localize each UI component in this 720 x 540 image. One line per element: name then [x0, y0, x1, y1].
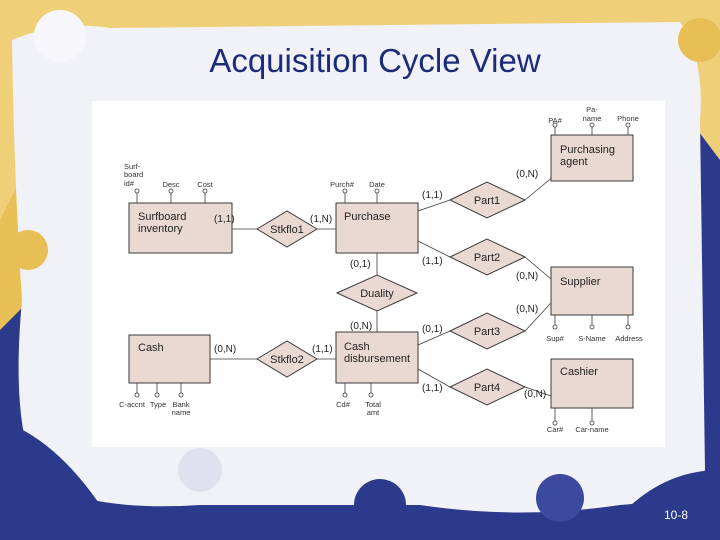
relationship-stkflo2: Stkflo2	[256, 340, 318, 378]
entity-label: disbursement	[344, 353, 410, 365]
entity-supplier: Supplier	[550, 266, 634, 316]
attribute-car-num: Car#	[547, 425, 564, 434]
entity-cashier: Cashier	[550, 358, 634, 409]
cardinality: (1,1)	[312, 344, 333, 355]
relationship-label: Stkflo2	[270, 354, 304, 366]
relationship-part4: Part4	[448, 368, 527, 406]
attribute-type: Type	[150, 400, 166, 409]
attribute-date: Date	[369, 180, 385, 189]
cardinality: (1,1)	[214, 214, 235, 225]
attribute-surfboard-id: board	[124, 170, 143, 179]
entity-label: Cash	[344, 341, 370, 353]
cardinality: (0,N)	[350, 321, 372, 332]
entity-label: Purchasing	[560, 144, 615, 156]
attribute-address: Address	[615, 334, 643, 343]
entity-label: inventory	[138, 223, 183, 235]
attribute-car-name: Car-name	[575, 425, 608, 434]
cardinality: (1,1)	[422, 190, 443, 201]
entity-cash: Cash	[128, 334, 211, 384]
attribute-total-amt: amt	[367, 408, 380, 417]
entity-label: Purchase	[344, 211, 390, 223]
attribute-desc: Desc	[162, 180, 179, 189]
attribute-bank-name: name	[172, 408, 191, 417]
attribute-cost: Cost	[197, 180, 213, 189]
relationship-label: Duality	[360, 288, 394, 300]
entity-purchasing-agent: Purchasing agent	[550, 134, 634, 182]
attribute-bank-name: Bank	[172, 400, 189, 409]
relationship-duality: Duality	[335, 274, 419, 312]
attribute-surfboard-id: Surf-	[124, 162, 141, 171]
er-diagram: Purchasing agent Surfboard inventory Pur…	[119, 105, 643, 434]
attribute-total-amt: Total	[365, 400, 381, 409]
attribute-labels: PA# Pa- name Phone Surf- board id# Desc …	[119, 105, 643, 434]
cardinality: (0,N)	[214, 344, 236, 355]
attribute-pa-name: name	[583, 114, 602, 123]
attribute-c-accnt: C-accnt	[119, 400, 146, 409]
cardinality: (1,1)	[422, 256, 443, 267]
entity-label: Surfboard	[138, 211, 186, 223]
entity-purchase: Purchase	[335, 202, 419, 254]
er-diagram-panel: Purchasing agent Surfboard inventory Pur…	[92, 101, 665, 447]
cardinality: (0,N)	[516, 169, 538, 180]
entity-label: agent	[560, 156, 588, 168]
entity-label: Supplier	[560, 276, 601, 288]
slide-title: Acquisition Cycle View	[209, 42, 541, 79]
entity-surfboard-inventory: Surfboard inventory	[128, 202, 233, 254]
attribute-phone: Phone	[617, 114, 639, 123]
cardinality: (0,N)	[524, 389, 546, 400]
attribute-purch-num: Purch#	[330, 180, 355, 189]
entity-cash-disbursement: Cash disbursement	[335, 331, 419, 384]
cardinality: (0,1)	[422, 324, 443, 335]
entity-label: Cashier	[560, 366, 598, 378]
relationship-label: Part4	[474, 382, 500, 394]
relationship-part2: Part2	[448, 238, 527, 276]
cardinality: (0,1)	[350, 259, 371, 270]
cardinality: (0,N)	[516, 304, 538, 315]
relationship-label: Part1	[474, 195, 500, 207]
attribute-pa-name: Pa-	[586, 105, 598, 114]
relationship-part3: Part3	[448, 312, 527, 350]
cardinality-labels: (0,N) (1,1) (1,1) (1,N) (1,1) (0,N) (0,1…	[214, 169, 546, 400]
relationship-label: Stkflo1	[270, 224, 304, 236]
attribute-s-name: S-Name	[578, 334, 606, 343]
attribute-pa-num: PA#	[548, 116, 562, 125]
slide-number: 10-8	[664, 508, 689, 522]
cardinality: (1,N)	[310, 214, 332, 225]
relationship-label: Part2	[474, 252, 500, 264]
attribute-surfboard-id: id#	[124, 179, 135, 188]
cardinality: (0,N)	[516, 271, 538, 282]
attribute-cd-num: Cd#	[336, 400, 351, 409]
relationship-label: Part3	[474, 326, 500, 338]
entity-label: Cash	[138, 342, 164, 354]
relationship-stkflo1: Stkflo1	[256, 210, 318, 248]
attribute-markers	[134, 122, 631, 426]
attribute-sup-num: Sup#	[546, 334, 564, 343]
relationship-part1: Part1	[448, 181, 527, 219]
cardinality: (1,1)	[422, 383, 443, 394]
